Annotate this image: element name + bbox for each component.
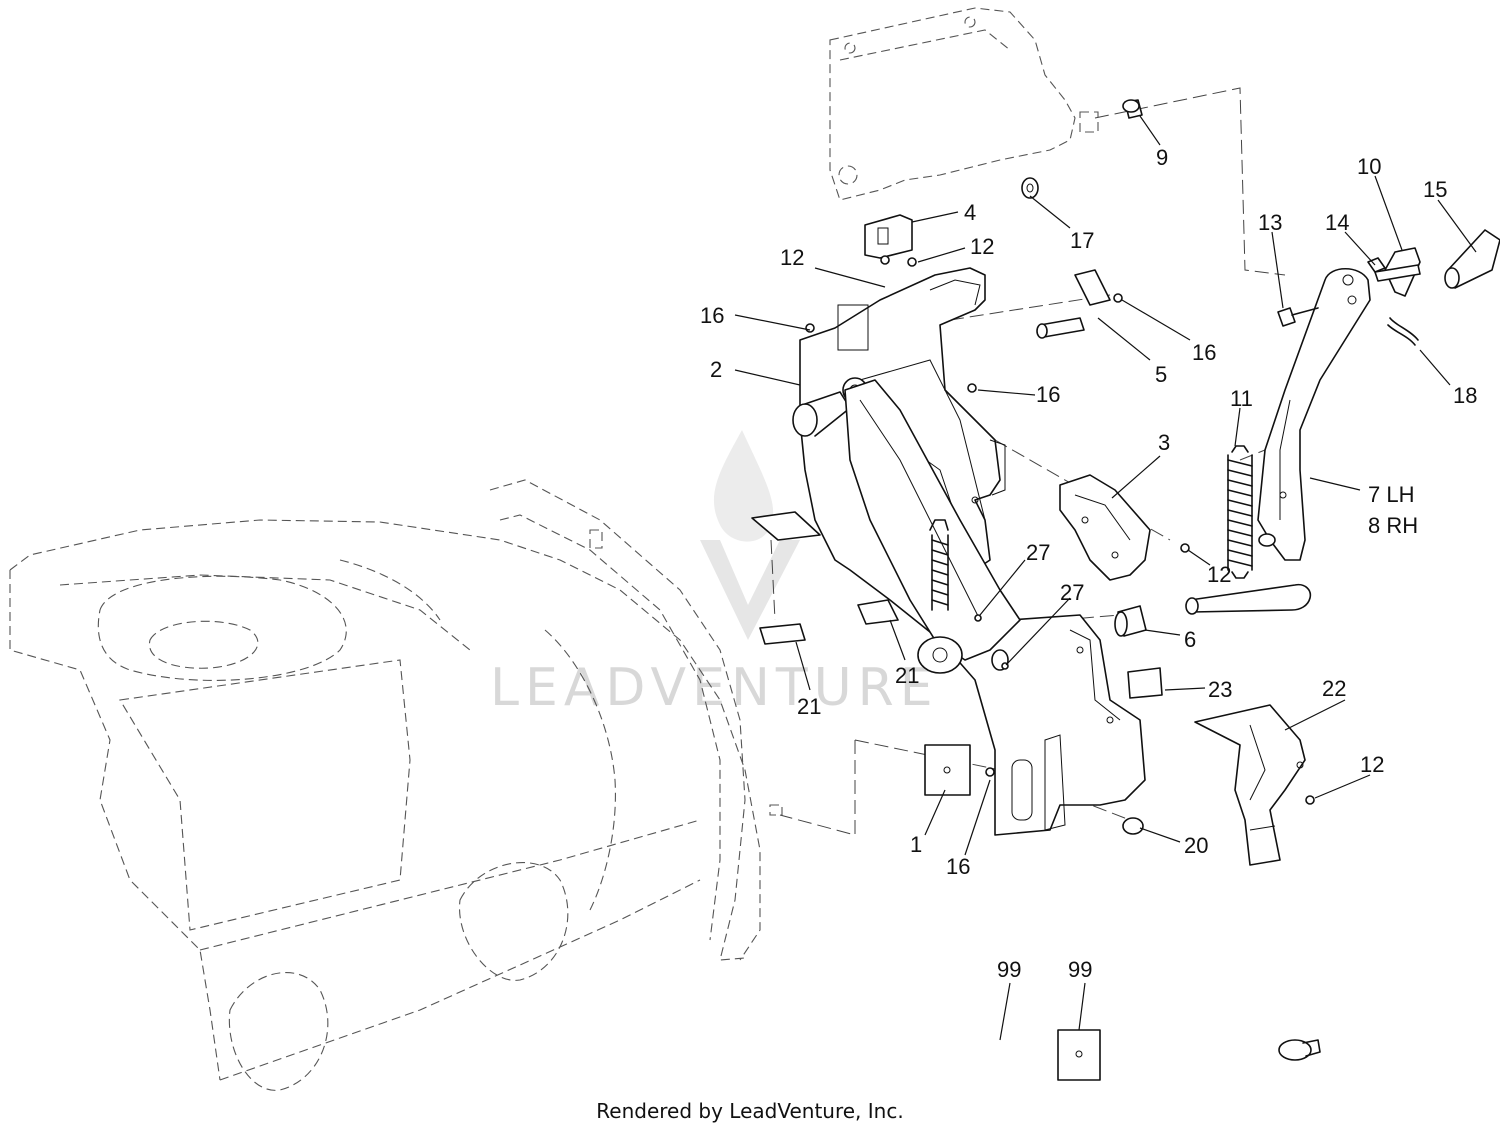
callout-16-mid: 16 <box>1036 382 1060 407</box>
rear-panel-ghost <box>829 7 1099 201</box>
part-frame-spring <box>929 519 949 611</box>
callout-2: 2 <box>710 357 722 382</box>
callout-labels: 4 12 12 16 2 16 5 16 17 9 10 15 14 13 18… <box>700 145 1477 982</box>
callout-99-pad: 99 <box>1068 957 1092 982</box>
part-bracket-22 <box>1194 704 1306 866</box>
callout-21-right: 21 <box>895 663 919 688</box>
callout-17: 17 <box>1070 228 1094 253</box>
part-kit-99 <box>1057 1029 1321 1081</box>
callout-12-top: 12 <box>970 234 994 259</box>
callout-21-left: 21 <box>797 694 821 719</box>
callout-23: 23 <box>1208 677 1232 702</box>
part-cap-15 <box>1444 229 1500 289</box>
part-bracket-3 <box>1059 474 1151 581</box>
callout-1: 1 <box>910 832 922 857</box>
callout-12-right: 12 <box>1207 562 1231 587</box>
part-bracket-4 <box>864 214 913 259</box>
callout-27-lower: 27 <box>1060 580 1084 605</box>
callout-16-left: 16 <box>700 303 724 328</box>
callout-15: 15 <box>1423 177 1447 202</box>
part-bushing-9 <box>1122 99 1143 119</box>
callout-12-bottom: 12 <box>1360 752 1384 777</box>
callout-9: 9 <box>1156 145 1168 170</box>
callout-16-pin: 16 <box>1192 340 1216 365</box>
hardware <box>805 255 1315 835</box>
callout-12-left: 12 <box>780 245 804 270</box>
part-washer-17 <box>1021 177 1039 199</box>
leader-lines <box>734 115 1477 1041</box>
callout-4: 4 <box>964 200 976 225</box>
callout-22: 22 <box>1322 676 1346 701</box>
watermark-v-icon <box>700 540 800 640</box>
part-pad-23 <box>1127 667 1163 699</box>
callout-3: 3 <box>1158 430 1170 455</box>
part-linkage-arm <box>844 379 1021 674</box>
callout-10: 10 <box>1357 154 1381 179</box>
part-spring-11 <box>1227 445 1253 579</box>
part-bolt-13 <box>1277 307 1319 327</box>
callout-13: 13 <box>1258 210 1282 235</box>
callout-7-lh: 7 LH <box>1368 482 1414 507</box>
callout-5: 5 <box>1155 362 1167 387</box>
callout-20: 20 <box>1184 833 1208 858</box>
footer-credit: Rendered by LeadVenture, Inc. <box>596 1099 903 1123</box>
part-pedal-lever-7-8 <box>1185 267 1371 615</box>
callout-18: 18 <box>1453 383 1477 408</box>
callout-11: 11 <box>1230 386 1253 411</box>
callout-6: 6 <box>1184 627 1196 652</box>
callout-8-rh: 8 RH <box>1368 513 1418 538</box>
part-pads-21 <box>751 511 899 645</box>
callout-27-upper: 27 <box>1026 540 1050 565</box>
watermark-text: LEADVENTURE <box>490 658 939 718</box>
part-pin-10 <box>1374 247 1421 297</box>
vehicle-body-ghost <box>9 479 783 1091</box>
part-pad-1 <box>924 744 971 796</box>
part-spacer-6 <box>1114 605 1147 637</box>
watermark: LEADVENTURE <box>490 430 939 718</box>
callout-16-bottom: 16 <box>946 854 970 879</box>
part-pin-5 <box>1036 269 1111 339</box>
callout-14: 14 <box>1325 210 1349 235</box>
callout-99-clamp: 99 <box>997 957 1021 982</box>
part-cotter-18 <box>1387 317 1419 346</box>
watermark-flame-icon <box>713 430 774 542</box>
